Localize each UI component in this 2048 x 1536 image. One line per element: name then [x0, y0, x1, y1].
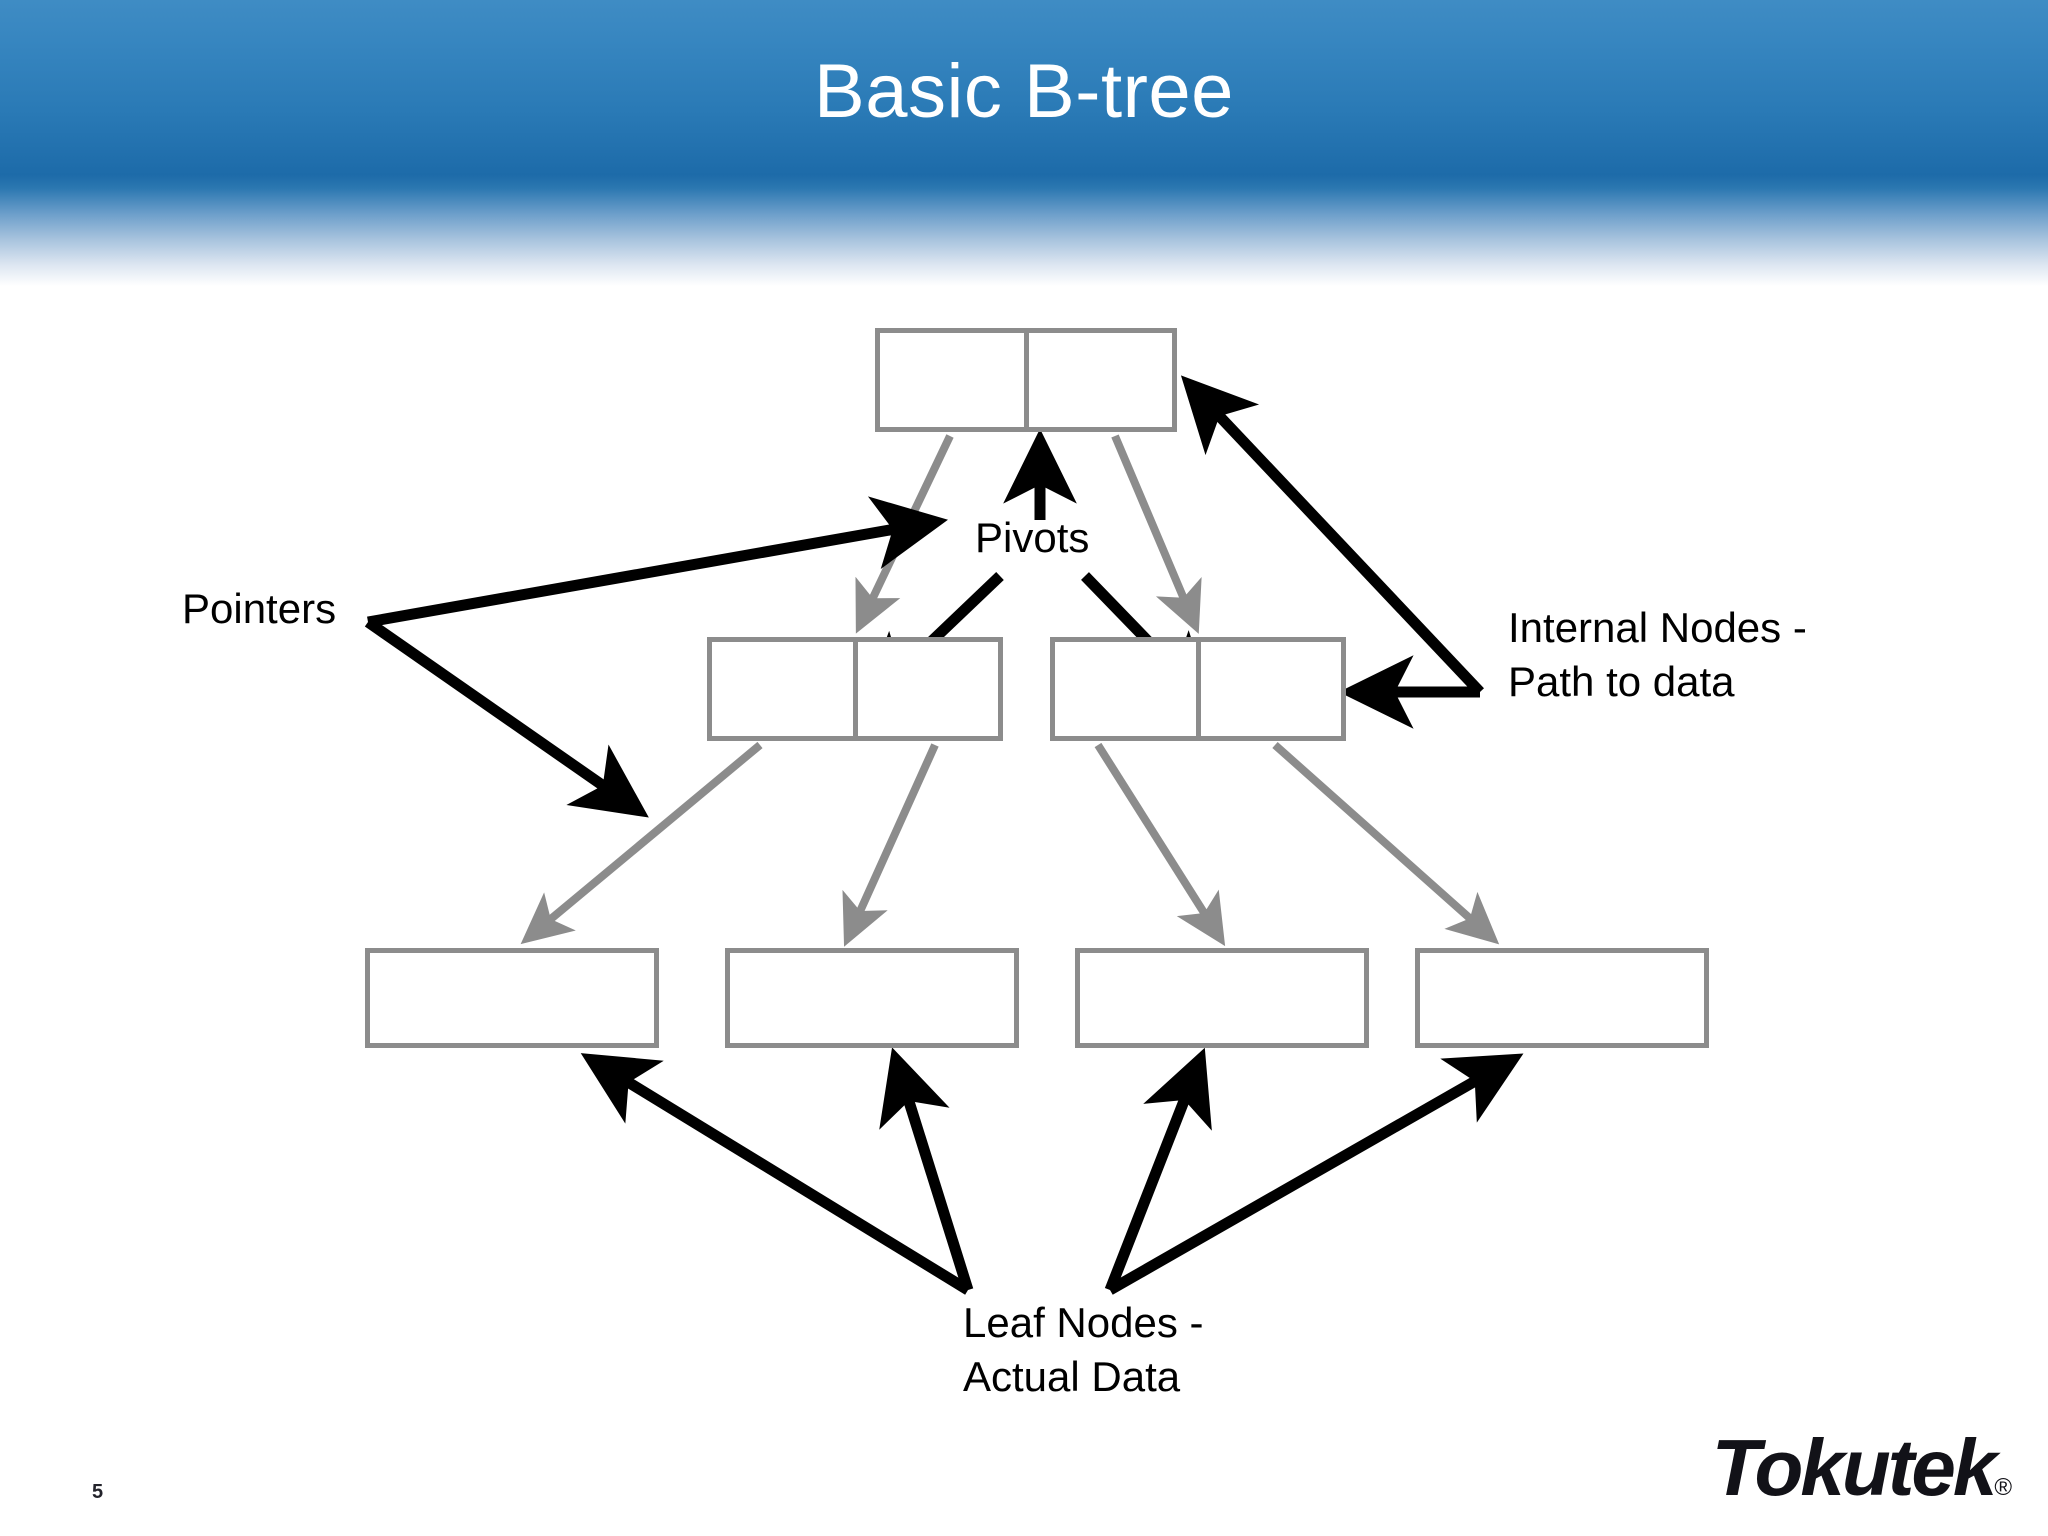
- internal-arrow-to-root: [1180, 375, 1484, 696]
- label-leaf-nodes-line2: Actual Data: [963, 1353, 1181, 1400]
- leaf-arrow-2: [879, 1047, 974, 1292]
- internal-node-2[interactable]: [1050, 637, 1346, 741]
- label-internal-nodes-line2: Path to data: [1508, 658, 1735, 705]
- root-node-divider: [1024, 333, 1029, 427]
- root-node[interactable]: [875, 328, 1177, 432]
- slide-header-band: [0, 0, 2048, 290]
- connector-root-right: [1111, 434, 1202, 634]
- leaf-node-4[interactable]: [1415, 948, 1709, 1048]
- leaf-nodes-annotation-arrows: [580, 1047, 1524, 1295]
- label-internal-nodes-line1: Internal Nodes -: [1508, 604, 1807, 651]
- leaf-node-1[interactable]: [365, 948, 659, 1048]
- pointers-arrow-lower: [364, 617, 649, 818]
- pointers-annotation-arrows: [364, 496, 948, 818]
- connector-internal1-leaf1: [520, 741, 763, 945]
- leaf-node-3[interactable]: [1075, 948, 1369, 1048]
- connector-internal2-leaf3: [1094, 742, 1226, 947]
- label-pointers: Pointers: [182, 585, 337, 632]
- internal-node-1[interactable]: [707, 637, 1003, 741]
- slide-number: 5: [92, 1481, 104, 1503]
- tokutek-logo: Tokutek®: [1712, 1422, 2012, 1514]
- leaf-arrow-4: [1107, 1053, 1524, 1295]
- connector-internal1-leaf2: [842, 743, 939, 947]
- leaf-arrow-3: [1104, 1047, 1212, 1293]
- pointers-arrow-upper: [367, 496, 948, 628]
- registered-trademark-icon: ®: [1994, 1474, 2012, 1501]
- label-pivots: Pivots: [975, 514, 1090, 561]
- internal-node-1-divider: [853, 642, 858, 736]
- tokutek-logo-text: Tokutek: [1711, 1423, 1998, 1512]
- connector-internal2-leaf4: [1272, 742, 1500, 945]
- leaf-arrow-1: [580, 1053, 971, 1295]
- page-title: Basic B-tree: [814, 49, 1234, 134]
- internal-nodes-annotation-arrows: [1180, 375, 1484, 729]
- label-leaf-nodes-line1: Leaf Nodes -: [963, 1299, 1204, 1346]
- internal-node-2-divider: [1196, 642, 1201, 736]
- leaf-node-2[interactable]: [725, 948, 1019, 1048]
- internal-to-leaf-connectors: [520, 741, 1500, 947]
